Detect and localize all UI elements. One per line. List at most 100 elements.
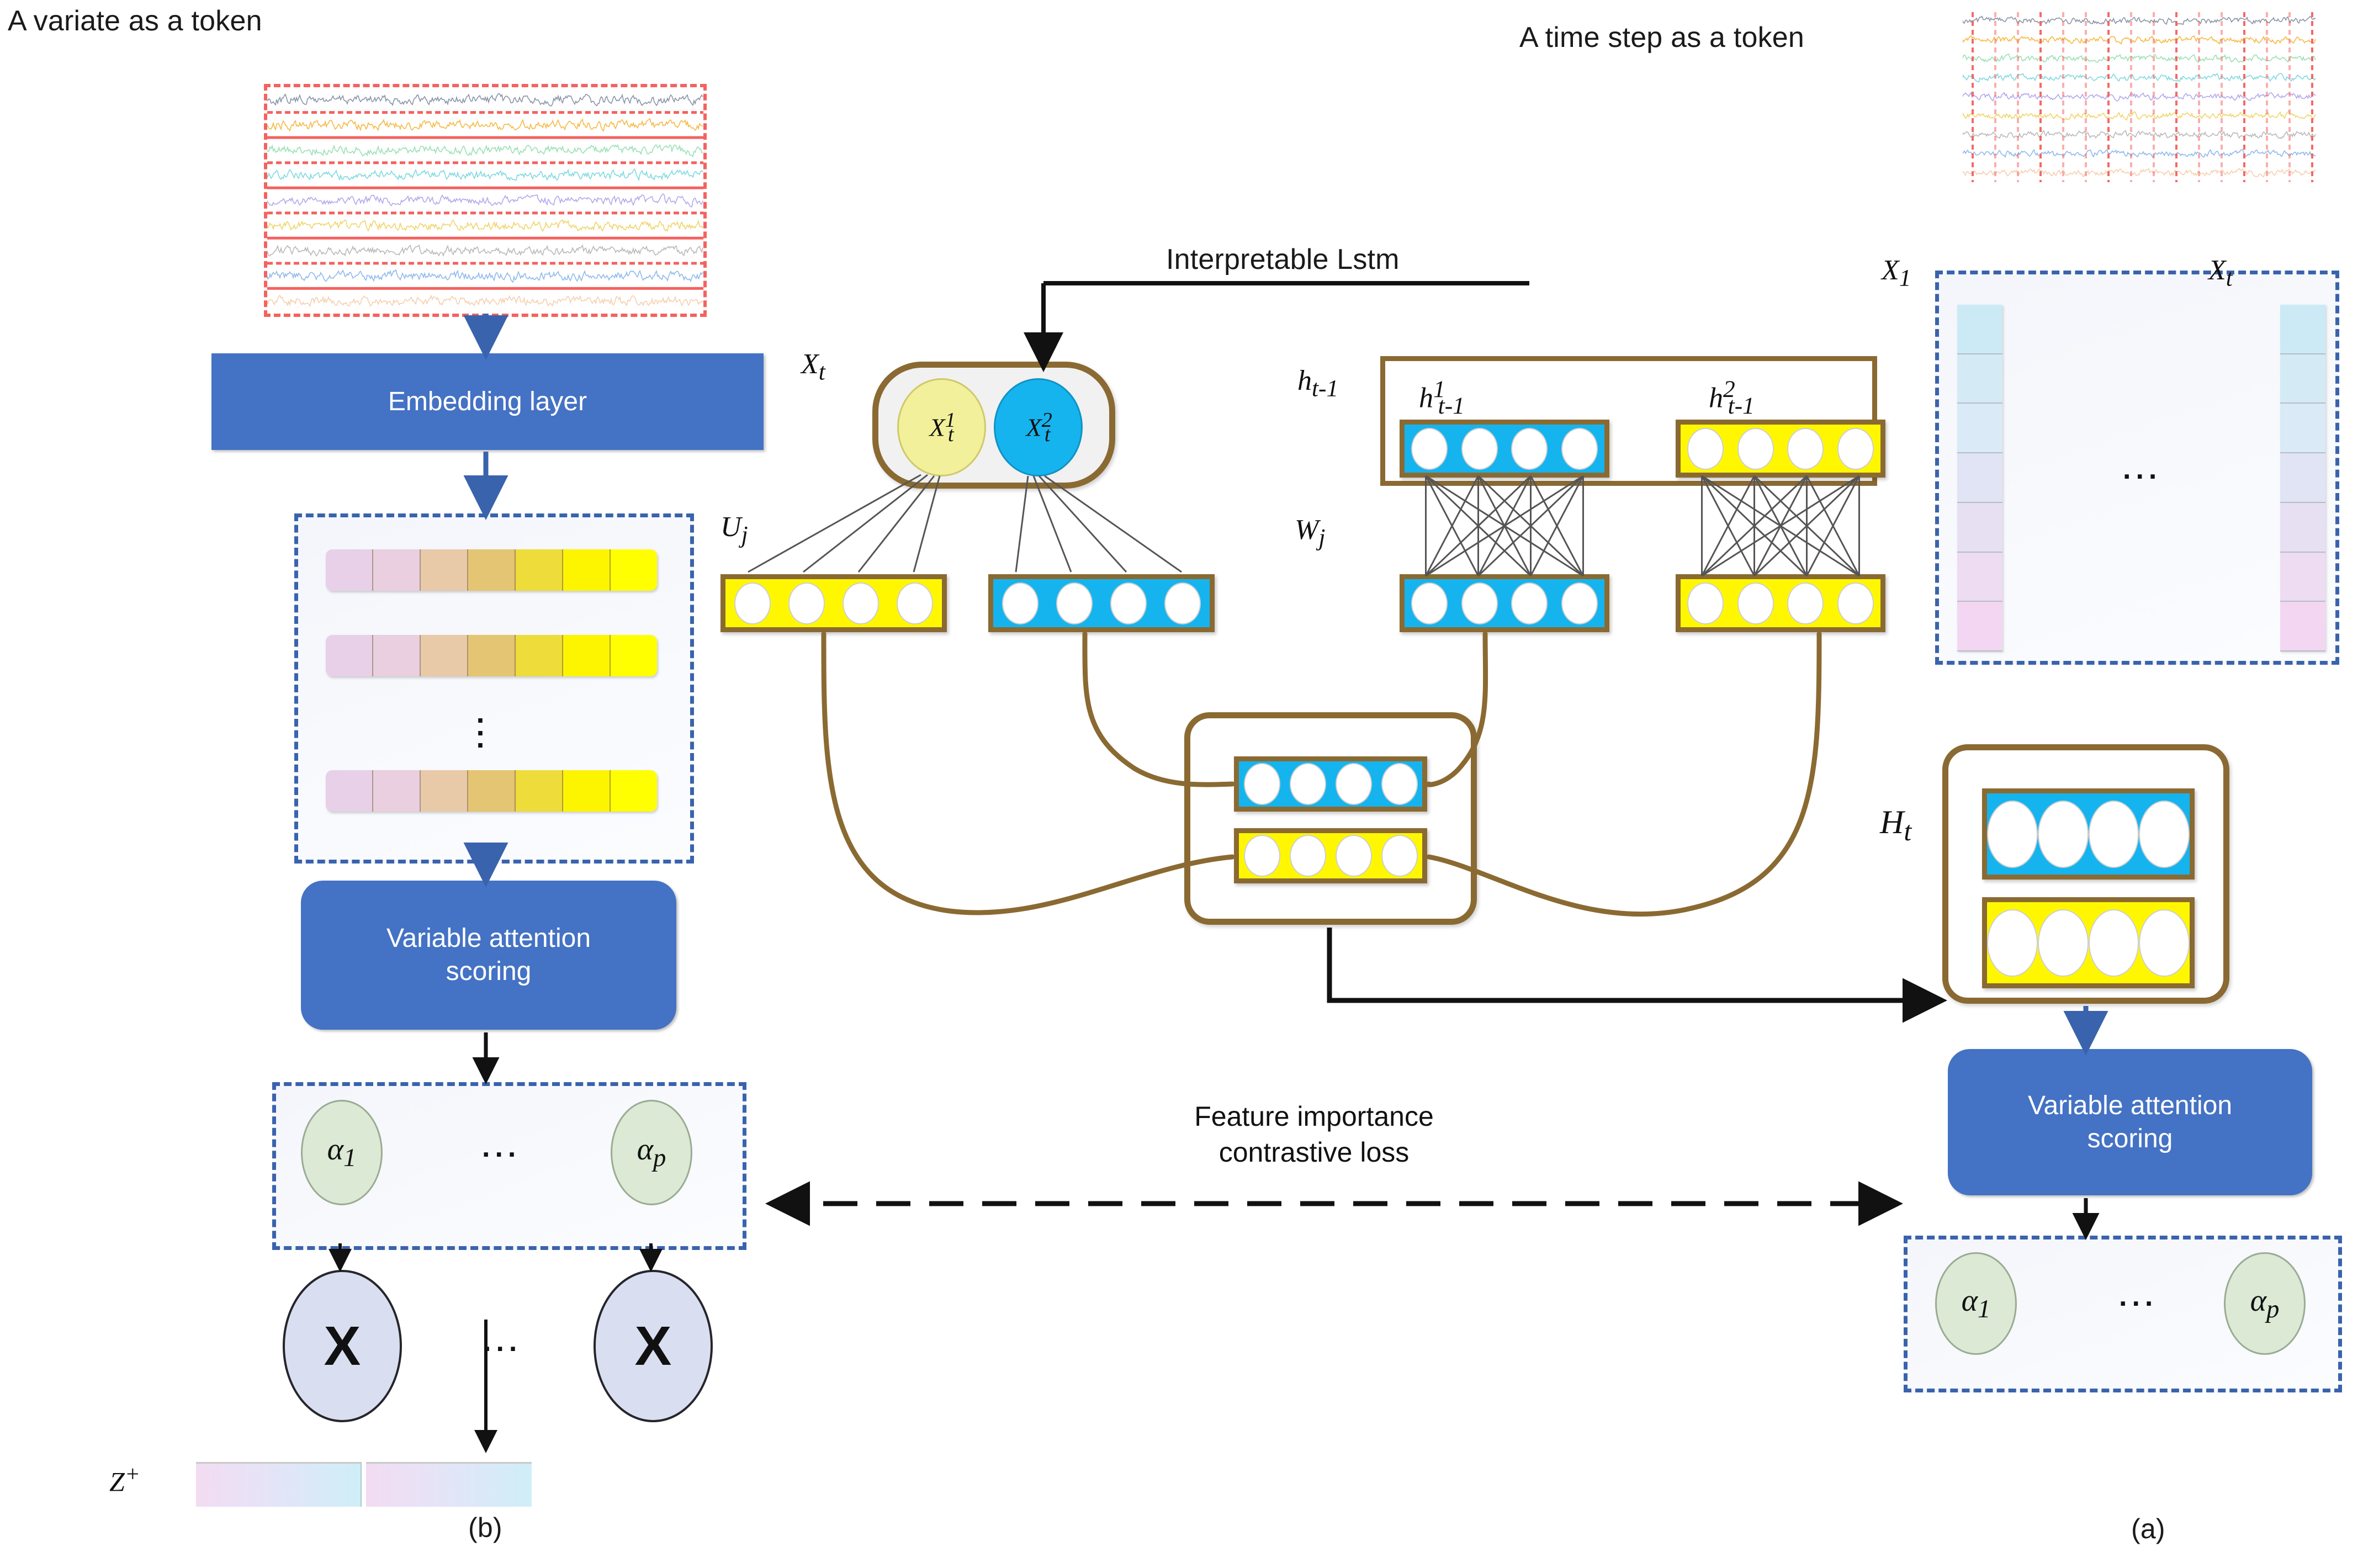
token-cell xyxy=(373,549,421,591)
multiply-node-first[interactable]: X xyxy=(283,1270,402,1422)
neuron-circle xyxy=(2037,909,2089,977)
hidden-state-1-label: h1t-1 xyxy=(1419,376,1465,419)
lstm-input-label: Xt xyxy=(801,348,825,385)
timestep-ellipsis: ... xyxy=(2123,453,2162,485)
neuron-circle xyxy=(2139,800,2190,868)
neuron-circle xyxy=(1511,582,1548,624)
timestep-cell xyxy=(2280,602,2325,652)
embedding-layer-label: Embedding layer xyxy=(388,386,587,416)
series-line xyxy=(1962,53,2316,63)
z-output-bar-right xyxy=(366,1462,532,1507)
hidden-strip-blue-top xyxy=(1400,420,1609,478)
token-cell xyxy=(373,770,421,812)
token-cell xyxy=(421,549,468,591)
token-bar xyxy=(326,549,657,591)
series-line xyxy=(1962,73,2316,83)
neuron-circle xyxy=(1737,427,1774,470)
alpha-node-first-left[interactable]: α1 xyxy=(301,1100,383,1205)
lstm-input-node-1-label: X1t xyxy=(929,408,956,447)
gate-strip-blue xyxy=(1234,756,1427,812)
token-vertical-ellipsis: ... xyxy=(476,696,485,755)
series-line xyxy=(267,193,703,208)
left-series-svg xyxy=(267,93,703,308)
multiply-node-last[interactable]: X xyxy=(594,1270,713,1422)
timestep-cell xyxy=(1957,354,2002,404)
token-cell xyxy=(563,770,611,812)
neuron-circle xyxy=(897,582,933,624)
timestep-cell xyxy=(2280,404,2325,454)
timestep-column-last xyxy=(2280,305,2325,652)
z-output-label: Z+ xyxy=(109,1461,140,1497)
alpha-ellipsis-right: ... xyxy=(2119,1280,2158,1312)
token-bar xyxy=(326,635,657,676)
series-line xyxy=(1962,110,2316,121)
neuron-circle xyxy=(1737,582,1774,624)
alpha-last-label-right: αp xyxy=(2250,1283,2280,1324)
Ht-strip-yellow xyxy=(1982,897,2195,988)
neuron-circle xyxy=(1381,835,1418,877)
timestep-cell xyxy=(2280,552,2325,602)
token-bar xyxy=(326,770,657,812)
embedding-layer-box[interactable]: Embedding layer xyxy=(211,353,764,450)
neuron-circle xyxy=(1164,582,1201,624)
token-cell xyxy=(373,635,421,676)
neuron-circle xyxy=(1381,763,1418,805)
token-cell xyxy=(326,635,373,676)
neuron-circle xyxy=(1110,582,1147,624)
right-series-plot xyxy=(1962,3,2316,190)
token-cell xyxy=(611,770,657,812)
timestep-cell xyxy=(1957,602,2002,652)
neuron-circle xyxy=(1561,427,1598,470)
series-line xyxy=(267,219,703,232)
gate-strip-yellow xyxy=(1234,828,1427,883)
W-strip-blue xyxy=(1400,574,1609,632)
neuron-circle xyxy=(1837,582,1874,624)
token-cell xyxy=(611,635,657,676)
x-first-label: X1 xyxy=(1882,255,1911,292)
U-strip-yellow xyxy=(720,574,947,632)
z-output-bar-left xyxy=(196,1462,362,1507)
neuron-circle xyxy=(1837,427,1874,470)
alpha-last-label-left: αp xyxy=(637,1132,666,1173)
series-line xyxy=(1962,35,2316,45)
neuron-circle xyxy=(2037,800,2089,868)
alpha-node-last-left[interactable]: αp xyxy=(611,1100,692,1205)
contrastive-loss-line1: Feature importance xyxy=(1194,1101,1434,1132)
alpha-node-last-right[interactable]: αp xyxy=(2224,1252,2306,1355)
lstm-input-node-1[interactable]: X1t xyxy=(897,378,986,476)
right-series-svg xyxy=(1962,3,2316,190)
series-line xyxy=(267,93,703,107)
token-cell xyxy=(516,635,563,676)
caption-left: (b) xyxy=(468,1512,502,1543)
x-last-label: Xt xyxy=(2208,255,2233,292)
contrastive-loss-line2: contrastive loss xyxy=(1218,1137,1410,1168)
token-cell xyxy=(563,635,611,676)
neuron-circle xyxy=(788,582,825,624)
multiply-ellipsis: ... xyxy=(483,1326,522,1358)
series-line xyxy=(267,294,703,308)
series-line xyxy=(267,118,703,133)
alpha-node-first-right[interactable]: α1 xyxy=(1935,1252,2017,1355)
lstm-input-node-2[interactable]: X2t xyxy=(994,378,1083,476)
timestep-column-first xyxy=(1957,305,2002,652)
neuron-circle xyxy=(1561,582,1598,624)
lstm-title: Interpretable Lstm xyxy=(1166,243,1400,276)
neuron-circle xyxy=(1687,427,1724,470)
series-line xyxy=(1962,92,2316,102)
multiply-symbol: X xyxy=(634,1315,672,1377)
neuron-circle xyxy=(1461,582,1498,624)
token-cell xyxy=(326,549,373,591)
series-line xyxy=(1962,149,2316,158)
token-cell xyxy=(468,549,516,591)
left-series-plot xyxy=(264,84,707,317)
neuron-circle xyxy=(843,582,879,624)
neuron-circle xyxy=(1243,763,1280,805)
neuron-circle xyxy=(1787,427,1824,470)
neuron-circle xyxy=(1243,835,1280,877)
multiply-symbol: X xyxy=(324,1315,361,1377)
neuron-circle xyxy=(1987,909,2038,977)
timestep-cell xyxy=(1957,502,2002,553)
